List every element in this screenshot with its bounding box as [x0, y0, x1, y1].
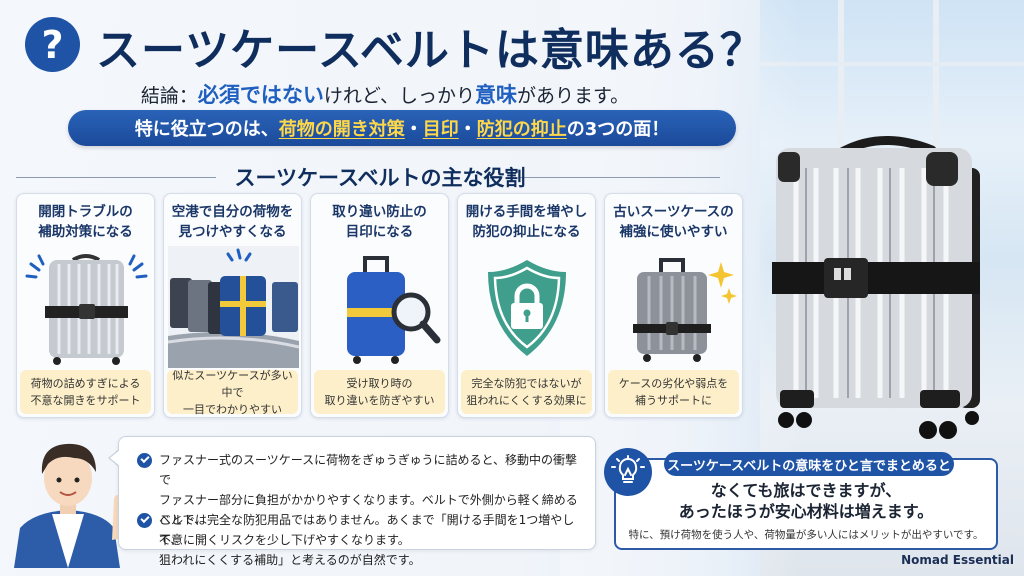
card-title: 取り違い防止の目印になる	[311, 202, 448, 242]
advice-speech-bubble: ファスナー式のスーツケースに荷物をぎゅうぎゅうに詰めると、移動中の衝撃でファスナ…	[118, 436, 596, 567]
window-frame	[933, 0, 939, 160]
blue-suitcase-magnifier-icon	[347, 256, 441, 364]
card-note: 荷物の詰めすぎによる不意な開きをサポート	[20, 370, 151, 414]
card-title-line: 補強に使いやすい	[619, 224, 728, 240]
banner-item: 目印	[422, 119, 459, 140]
speech-bubble-tail	[110, 449, 121, 467]
card-note-line: 補うサポートに	[634, 394, 712, 407]
summary-line: あったほうが安心材料は増えます。	[678, 502, 934, 521]
card-title-line: 空港で自分の荷物を	[171, 204, 294, 220]
section-title: スーツケースベルトの主な役割	[234, 166, 526, 190]
window-frame	[760, 62, 1024, 66]
advice-line: 狙われにくくする補助」と考えるのが自然です。	[159, 553, 421, 567]
card-note: 受け取り時の取り違いを防ぎやすい	[314, 370, 445, 414]
role-cards: 開閉トラブルの補助対策になる 荷物の詰めすぎによる不意な開きをサポート 空港で自…	[16, 193, 743, 418]
conclusion-suffix: があります。	[516, 85, 630, 107]
card-title: 古いスーツケースの補強に使いやすい	[605, 202, 742, 242]
card-note: 完全な防犯ではないが狙われにくくする効果に	[461, 370, 592, 414]
banner-separator: ・	[404, 119, 423, 140]
role-card: 開ける手間を増やし防犯の抑止になる 完全な防犯ではないが狙われにくくする効果に	[457, 193, 596, 418]
hero-silver-suitcase-with-belt	[772, 136, 980, 439]
advice-line: ベルトは完全な防犯用品ではありません。あくまで「開ける手間を1つ増やして、	[159, 513, 575, 547]
divider	[520, 177, 720, 178]
key-points-banner: 特に役立つのは、荷物の開き対策・目印・防犯の抑止の3つの面！	[68, 110, 736, 146]
conclusion-middle: けれど、しっかり	[323, 85, 475, 107]
conclusion-highlight: 必須ではない	[197, 83, 324, 107]
card-title-line: 開閉トラブルの	[38, 204, 133, 220]
banner-suffix: の3つの面！	[566, 119, 670, 140]
baggage-carousel-yellow-belt-icon	[168, 246, 299, 368]
card-note-line: 荷物の詰めすぎによる	[30, 377, 141, 390]
card-title-line: 目印になる	[345, 224, 414, 240]
man-pointing-avatar	[14, 443, 122, 568]
card-note: 似たスーツケースが多い中で一目でわかりやすい	[167, 368, 298, 416]
question-glyph: ?	[41, 22, 64, 67]
advice-bullet: ベルトは完全な防犯用品ではありません。あくまで「開ける手間を1つ増やして、狙われ…	[137, 510, 585, 570]
card-note-line: 受け取り時の	[346, 377, 413, 390]
card-title-line: 防犯の抑止になる	[472, 224, 581, 240]
conclusion-prefix: 結論：	[140, 85, 198, 107]
shield-lock-icon	[488, 260, 566, 356]
card-title-line: 取り違い防止の	[332, 204, 427, 220]
question-mark-icon: ?	[25, 17, 80, 72]
role-card: 古いスーツケースの補強に使いやすい ケースの劣化や弱点を補うサポートに	[604, 193, 743, 418]
check-circle-icon	[137, 453, 152, 468]
summary-main-text: なくても旅はできますが、あったほうが安心材料は増えます。	[614, 480, 998, 522]
brand-label: Nomad Essential	[901, 553, 1014, 567]
card-title-line: 古いスーツケースの	[613, 204, 734, 220]
silver-suitcase-with-belt-icon	[25, 254, 148, 365]
window-frame	[838, 0, 844, 160]
role-card: 開閉トラブルの補助対策になる 荷物の詰めすぎによる不意な開きをサポート	[16, 193, 155, 418]
card-note: ケースの劣化や弱点を補うサポートに	[608, 370, 739, 414]
role-card: 空港で自分の荷物を見つけやすくなる 似たスーツケースが多い中で一目でわかりやすい	[163, 193, 302, 418]
grey-suitcase-sparkle-icon	[633, 258, 737, 362]
banner-item: 防犯の抑止	[476, 119, 567, 140]
card-note-line: 不意な開きをサポート	[30, 394, 141, 407]
card-note-line: 狙われにくくする効果に	[466, 394, 587, 407]
page-title: スーツケースベルトは意味ある？	[96, 25, 765, 76]
divider	[16, 177, 216, 178]
advice-line: ファスナー部分に負担がかかりやすくなります。ベルトで外側から軽く締めることで、	[159, 493, 578, 527]
card-note-line: 一目でわかりやすい	[183, 402, 282, 416]
card-note-line: 似たスーツケースが多い中で	[172, 368, 293, 399]
lightbulb-icon	[604, 448, 652, 496]
card-note-line: 完全な防犯ではないが	[471, 377, 582, 390]
advice-bullet: ファスナー式のスーツケースに荷物をぎゅうぎゅうに詰めると、移動中の衝撃でファスナ…	[137, 450, 585, 550]
role-card: 取り違い防止の目印になる 受け取り時の取り違いを防ぎやすい	[310, 193, 449, 418]
card-title-line: 補助対策になる	[38, 224, 133, 240]
banner-separator: ・	[458, 119, 477, 140]
summary-tag: スーツケースベルトの意味をひと言でまとめると	[664, 452, 954, 476]
card-note-line: ケースの劣化や弱点を	[618, 377, 729, 390]
card-title: 開閉トラブルの補助対策になる	[17, 202, 154, 242]
card-title-line: 見つけやすくなる	[178, 224, 287, 240]
banner-item: 荷物の開き対策	[278, 119, 405, 140]
summary-line: なくても旅はできますが、	[710, 481, 902, 500]
card-title: 空港で自分の荷物を見つけやすくなる	[164, 202, 301, 242]
conclusion-highlight: 意味	[474, 83, 517, 107]
advice-line: ファスナー式のスーツケースに荷物をぎゅうぎゅうに詰めると、移動中の衝撃で	[159, 453, 577, 487]
summary-sub-text: 特に、預け荷物を使う人や、荷物量が多い人にはメリットが出やすいです。	[628, 529, 984, 541]
check-circle-icon	[137, 513, 152, 528]
card-note-line: 取り違いを防ぎやすい	[324, 394, 435, 407]
advice-line: 不意に開くリスクを少し下げやすくなります。	[159, 533, 410, 547]
card-title-line: 開ける手間を増やし	[465, 204, 588, 220]
card-title: 開ける手間を増やし防犯の抑止になる	[458, 202, 595, 242]
conclusion-text: 結論：必須ではないけれど、しっかり意味があります。	[0, 79, 770, 109]
banner-prefix: 特に役立つのは、	[134, 119, 279, 140]
